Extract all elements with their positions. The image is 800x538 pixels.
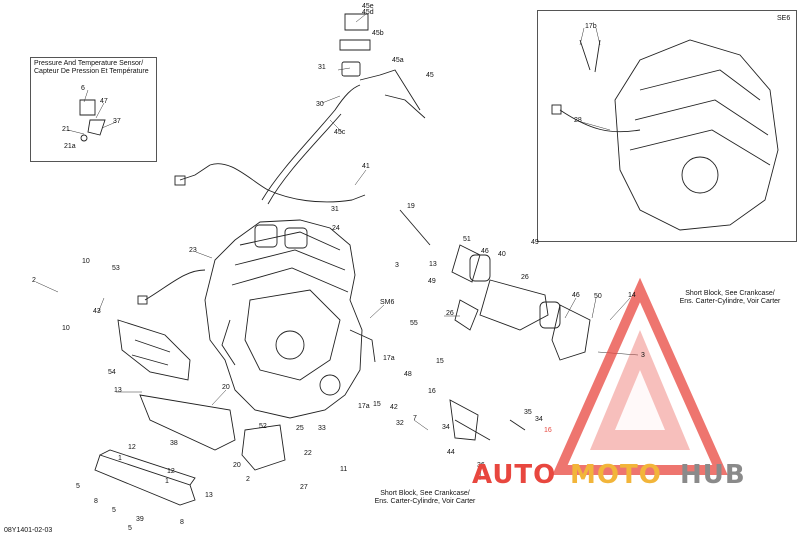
callout-label: 3 xyxy=(641,352,645,359)
callout-label: 51 xyxy=(463,236,471,243)
sensor-callout-label: 21a xyxy=(64,143,76,150)
se6-callout-label: 28 xyxy=(574,117,582,124)
callout-label: 20 xyxy=(222,384,230,391)
callout-label: 42 xyxy=(390,404,398,411)
callout-label: 30 xyxy=(316,101,324,108)
callout-label: 45a xyxy=(392,57,404,64)
callout-label: 46 xyxy=(481,248,489,255)
callout-label: 22 xyxy=(304,450,312,457)
callout-label: 8 xyxy=(180,519,184,526)
callout-label: 53 xyxy=(112,265,120,272)
callout-label: 33 xyxy=(318,425,326,432)
callout-label: 5 xyxy=(112,507,116,514)
callout-label: 38 xyxy=(170,440,178,447)
callout-label-highlighted: 16 xyxy=(544,427,552,434)
short-block-note-right: Short Block, See Crankcase/ Ens. Carter-… xyxy=(660,290,800,307)
callout-label: 7 xyxy=(413,415,417,422)
sensor-callout-label: 21 xyxy=(62,126,70,133)
se6-tag: SE6 xyxy=(777,15,791,22)
callout-label: 19 xyxy=(407,203,415,210)
callout-label: 45 xyxy=(426,72,434,79)
callout-label: 54 xyxy=(108,369,116,376)
callout-label: 27 xyxy=(300,484,308,491)
callout-label: 3 xyxy=(395,262,399,269)
callout-label: 45b xyxy=(372,30,384,37)
callout-label: 17a xyxy=(383,355,395,362)
se6-inset-frame xyxy=(537,10,797,242)
callout-label: 26 xyxy=(446,310,454,317)
watermark-triangle xyxy=(552,277,728,475)
brand-part-auto: AUTO xyxy=(472,460,557,490)
callout-label: 31 xyxy=(331,206,339,213)
callout-label: 36 xyxy=(477,462,485,469)
callout-label: 10 xyxy=(82,258,90,265)
callout-label: 16 xyxy=(428,388,436,395)
callout-label: 35 xyxy=(524,409,532,416)
callout-label: 24 xyxy=(332,225,340,232)
callout-label: 12 xyxy=(167,468,175,475)
short-block-note-bottom-line1: Short Block, See Crankcase/ xyxy=(380,490,470,497)
sensor-inset-title-line1: Pressure And Temperature Sensor/ xyxy=(34,60,144,67)
callout-label: 10 xyxy=(62,325,70,332)
short-block-note-bottom-line2: Ens. Carter-Cylindre, Voir Carter xyxy=(374,498,476,506)
callout-label: 32 xyxy=(396,420,404,427)
callout-label: 45e xyxy=(362,3,374,10)
brand-part-moto: MOTO xyxy=(570,460,662,490)
callout-label: 1 xyxy=(165,478,169,485)
sensor-inset-title: Pressure And Temperature Sensor/ Capteur… xyxy=(34,60,154,76)
short-block-note-right-line1: Short Block, See Crankcase/ xyxy=(685,290,775,297)
callout-label: 2 xyxy=(32,277,36,284)
callout-label: 15 xyxy=(373,401,381,408)
callout-label: 1 xyxy=(118,455,122,462)
callout-label: 34 xyxy=(535,416,543,423)
sensor-callout-label: 37 xyxy=(113,118,121,125)
callout-label: 34 xyxy=(442,424,450,431)
callout-label: 26 xyxy=(521,274,529,281)
callout-label: 50 xyxy=(594,293,602,300)
callout-label: 5 xyxy=(128,525,132,532)
callout-label: 12 xyxy=(128,444,136,451)
callout-label: SM6 xyxy=(380,299,395,306)
callout-label: 13 xyxy=(205,492,213,499)
brand-part-hub: HUB xyxy=(680,460,746,490)
sensor-inset-title-line2: Capteur De Pression Et Température xyxy=(34,68,149,76)
callout-label: 25 xyxy=(296,425,304,432)
callout-label: 48 xyxy=(404,371,412,378)
callout-label: 52 xyxy=(259,423,267,430)
callout-label: 23 xyxy=(189,247,197,254)
callout-label: 45d xyxy=(362,9,374,16)
callout-label: 5 xyxy=(76,483,80,490)
watermark-brand: AUTO MOTO HUB xyxy=(472,458,772,492)
callout-label: 41 xyxy=(362,163,370,170)
callout-label: 17a xyxy=(358,403,370,410)
callout-label: 20 xyxy=(233,462,241,469)
se6-callout-label: 17b xyxy=(585,23,597,30)
short-block-note-right-line2: Ens. Carter-Cylindre, Voir Carter xyxy=(679,298,781,306)
callout-label: 15 xyxy=(436,358,444,365)
callout-label: 39 xyxy=(136,516,144,523)
callout-label: 49 xyxy=(428,278,436,285)
callout-label: 43 xyxy=(93,308,101,315)
callout-label: 49 xyxy=(531,239,539,246)
callout-label: 2 xyxy=(246,476,250,483)
sensor-callout-label: 6 xyxy=(81,85,85,92)
callout-label: 11 xyxy=(340,466,348,473)
callout-label: 8 xyxy=(94,498,98,505)
callout-label: 55 xyxy=(410,320,418,327)
callout-label: 13 xyxy=(114,387,122,394)
sensor-callout-label: 47 xyxy=(100,98,108,105)
diagram-code: 08Y1401-02-03 xyxy=(4,527,53,534)
sensor-inset-frame xyxy=(30,57,157,162)
callout-label: 44 xyxy=(447,449,455,456)
callout-label: 45c xyxy=(334,129,346,136)
short-block-note-bottom: Short Block, See Crankcase/ Ens. Carter-… xyxy=(355,490,495,507)
callout-label: 14 xyxy=(628,292,636,299)
callout-label: 40 xyxy=(498,251,506,258)
callout-label: 13 xyxy=(429,261,437,268)
callout-label: 31 xyxy=(318,64,326,71)
callout-label: 46 xyxy=(572,292,580,299)
